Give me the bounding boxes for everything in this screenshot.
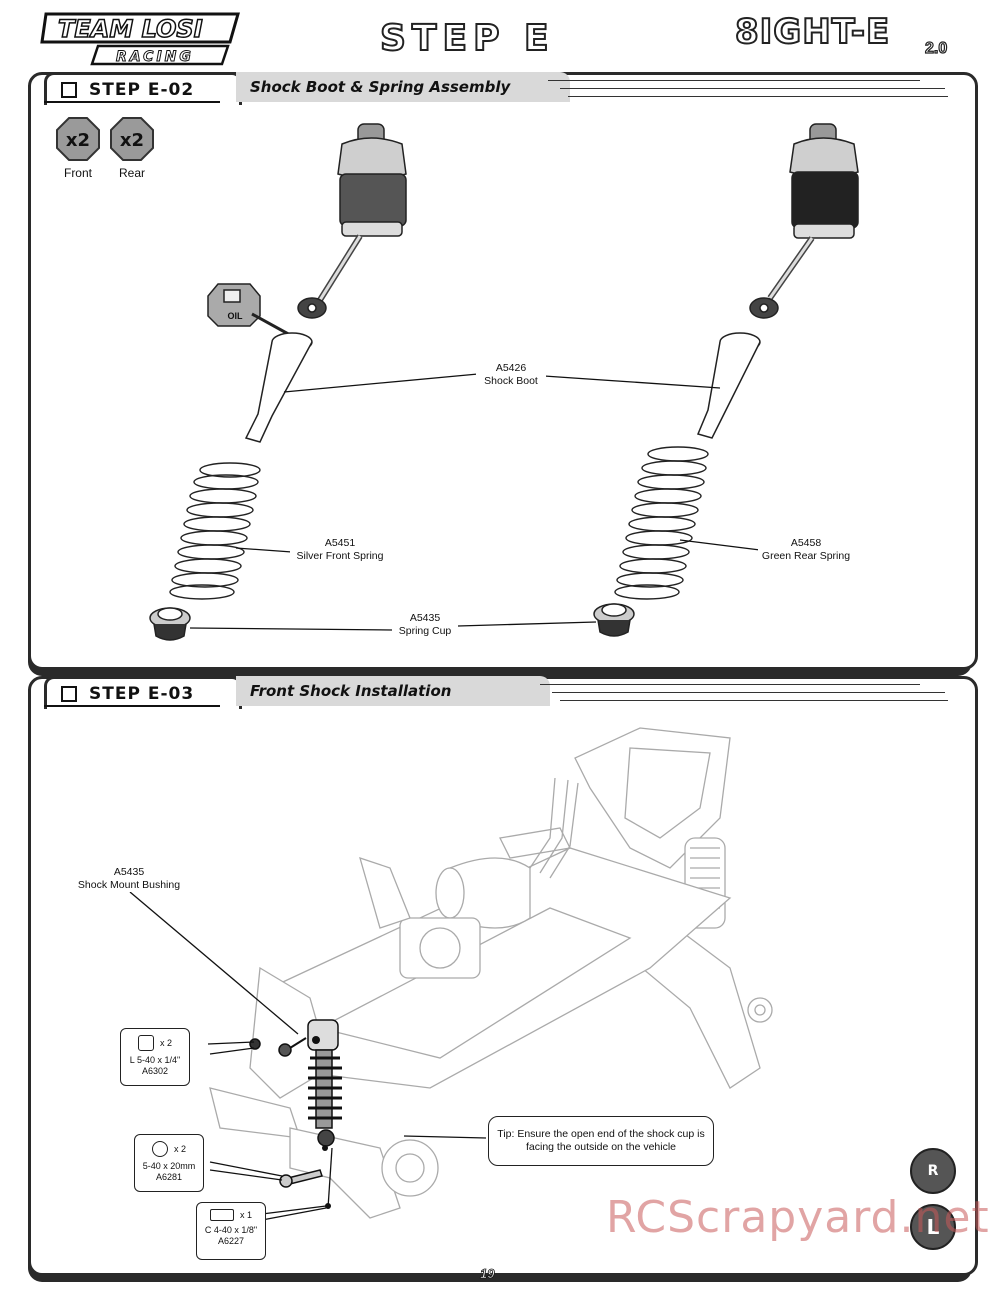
- screw-icon: [279, 1169, 323, 1188]
- rear-shock-icon: [749, 123, 859, 319]
- front-spring-icon: [169, 462, 261, 600]
- step-e03-label: STEP E-03: [89, 684, 195, 704]
- rear-shock-boot-icon: [696, 332, 761, 439]
- tip-box: Tip: Ensure the open end of the shock cu…: [488, 1116, 714, 1166]
- callout-shock-mount-bushing: A5435 Shock Mount Bushing: [72, 866, 186, 892]
- callout-rear-spring: A5458 Green Rear Spring: [758, 537, 854, 563]
- tab-underline: [44, 705, 220, 707]
- right-side-icon: R: [910, 1148, 956, 1194]
- tab-underline: [44, 101, 220, 103]
- checkbox-icon[interactable]: [61, 82, 77, 98]
- callout-spring-cup: A5435 Spring Cup: [392, 612, 458, 638]
- svg-text:RACING: RACING: [116, 49, 194, 65]
- svg-text:x2: x2: [120, 130, 144, 151]
- step-e02-label: STEP E-02: [89, 80, 195, 100]
- part-box-a6302: x 2 L 5-40 x 1/4" A6302: [120, 1028, 190, 1086]
- rule-line: [560, 88, 945, 89]
- chassis-illustration: [129, 727, 773, 1221]
- leader-lines: [189, 373, 761, 631]
- rule-line: [540, 684, 920, 685]
- svg-text:TEAM LOSI: TEAM LOSI: [58, 15, 203, 43]
- qty-front-badge-icon: x2: [56, 117, 100, 161]
- qty-front-label: Front: [63, 166, 92, 180]
- svg-text:OIL: OIL: [228, 311, 244, 321]
- rule-line: [568, 96, 948, 97]
- rear-spring-icon: [614, 446, 709, 600]
- locknut-icon: [137, 1035, 154, 1051]
- rear-spring-cup-icon: [593, 603, 635, 637]
- rule-line: [560, 700, 948, 701]
- page-number: 19: [480, 1266, 495, 1282]
- step-e03-tab: STEP E-03: [44, 676, 242, 709]
- chassis-icon: [209, 727, 773, 1219]
- step-e02-tab: STEP E-02: [44, 72, 242, 105]
- model-version: 2.0: [924, 39, 948, 57]
- front-spring-cup-icon: [149, 607, 191, 641]
- setscrew-icon: [209, 1209, 234, 1221]
- team-losi-racing-logo: TEAM LOSI RACING: [40, 12, 240, 66]
- step-heading: STEP E: [379, 17, 555, 60]
- rule-line: [548, 80, 920, 81]
- step-e02-title-bar: Shock Boot & Spring Assembly: [236, 72, 570, 102]
- tip-text: Tip: Ensure the open end of the shock cu…: [497, 1128, 705, 1153]
- step-e03-title: Front Shock Installation: [250, 682, 452, 700]
- svg-text:x2: x2: [66, 130, 90, 151]
- left-side-icon: L: [910, 1204, 956, 1250]
- leader-lines: [129, 891, 487, 1221]
- qty-rear-badge-icon: x2: [110, 117, 154, 161]
- screw-head-icon: [151, 1141, 168, 1157]
- part-box-a6281: x 2 5-40 x 20mm A6281: [134, 1134, 204, 1192]
- callout-front-spring: A5451 Silver Front Spring: [290, 537, 390, 563]
- oil-icon: OIL: [207, 283, 293, 338]
- shock-assembly-illustration: OIL: [149, 123, 859, 641]
- checkbox-icon[interactable]: [61, 686, 77, 702]
- part-box-a6227: x 1 C 4-40 x 1/8" A6227: [196, 1202, 266, 1260]
- watermark: RCScrapyard.net: [606, 1192, 990, 1243]
- bushing-point-icon: [312, 1036, 320, 1044]
- front-shock-icon: [297, 123, 407, 319]
- screw-point-icon: [322, 1145, 328, 1151]
- callout-shock-boot: A5426 Shock Boot: [476, 362, 546, 388]
- step-e03-title-bar: Front Shock Installation: [236, 676, 550, 706]
- rule-line: [552, 692, 945, 693]
- qty-rear-label: Rear: [118, 166, 145, 180]
- model-logo: 8IGHT-E: [734, 11, 891, 53]
- front-shock-boot-icon: [244, 332, 313, 443]
- step-e02-title: Shock Boot & Spring Assembly: [250, 78, 511, 96]
